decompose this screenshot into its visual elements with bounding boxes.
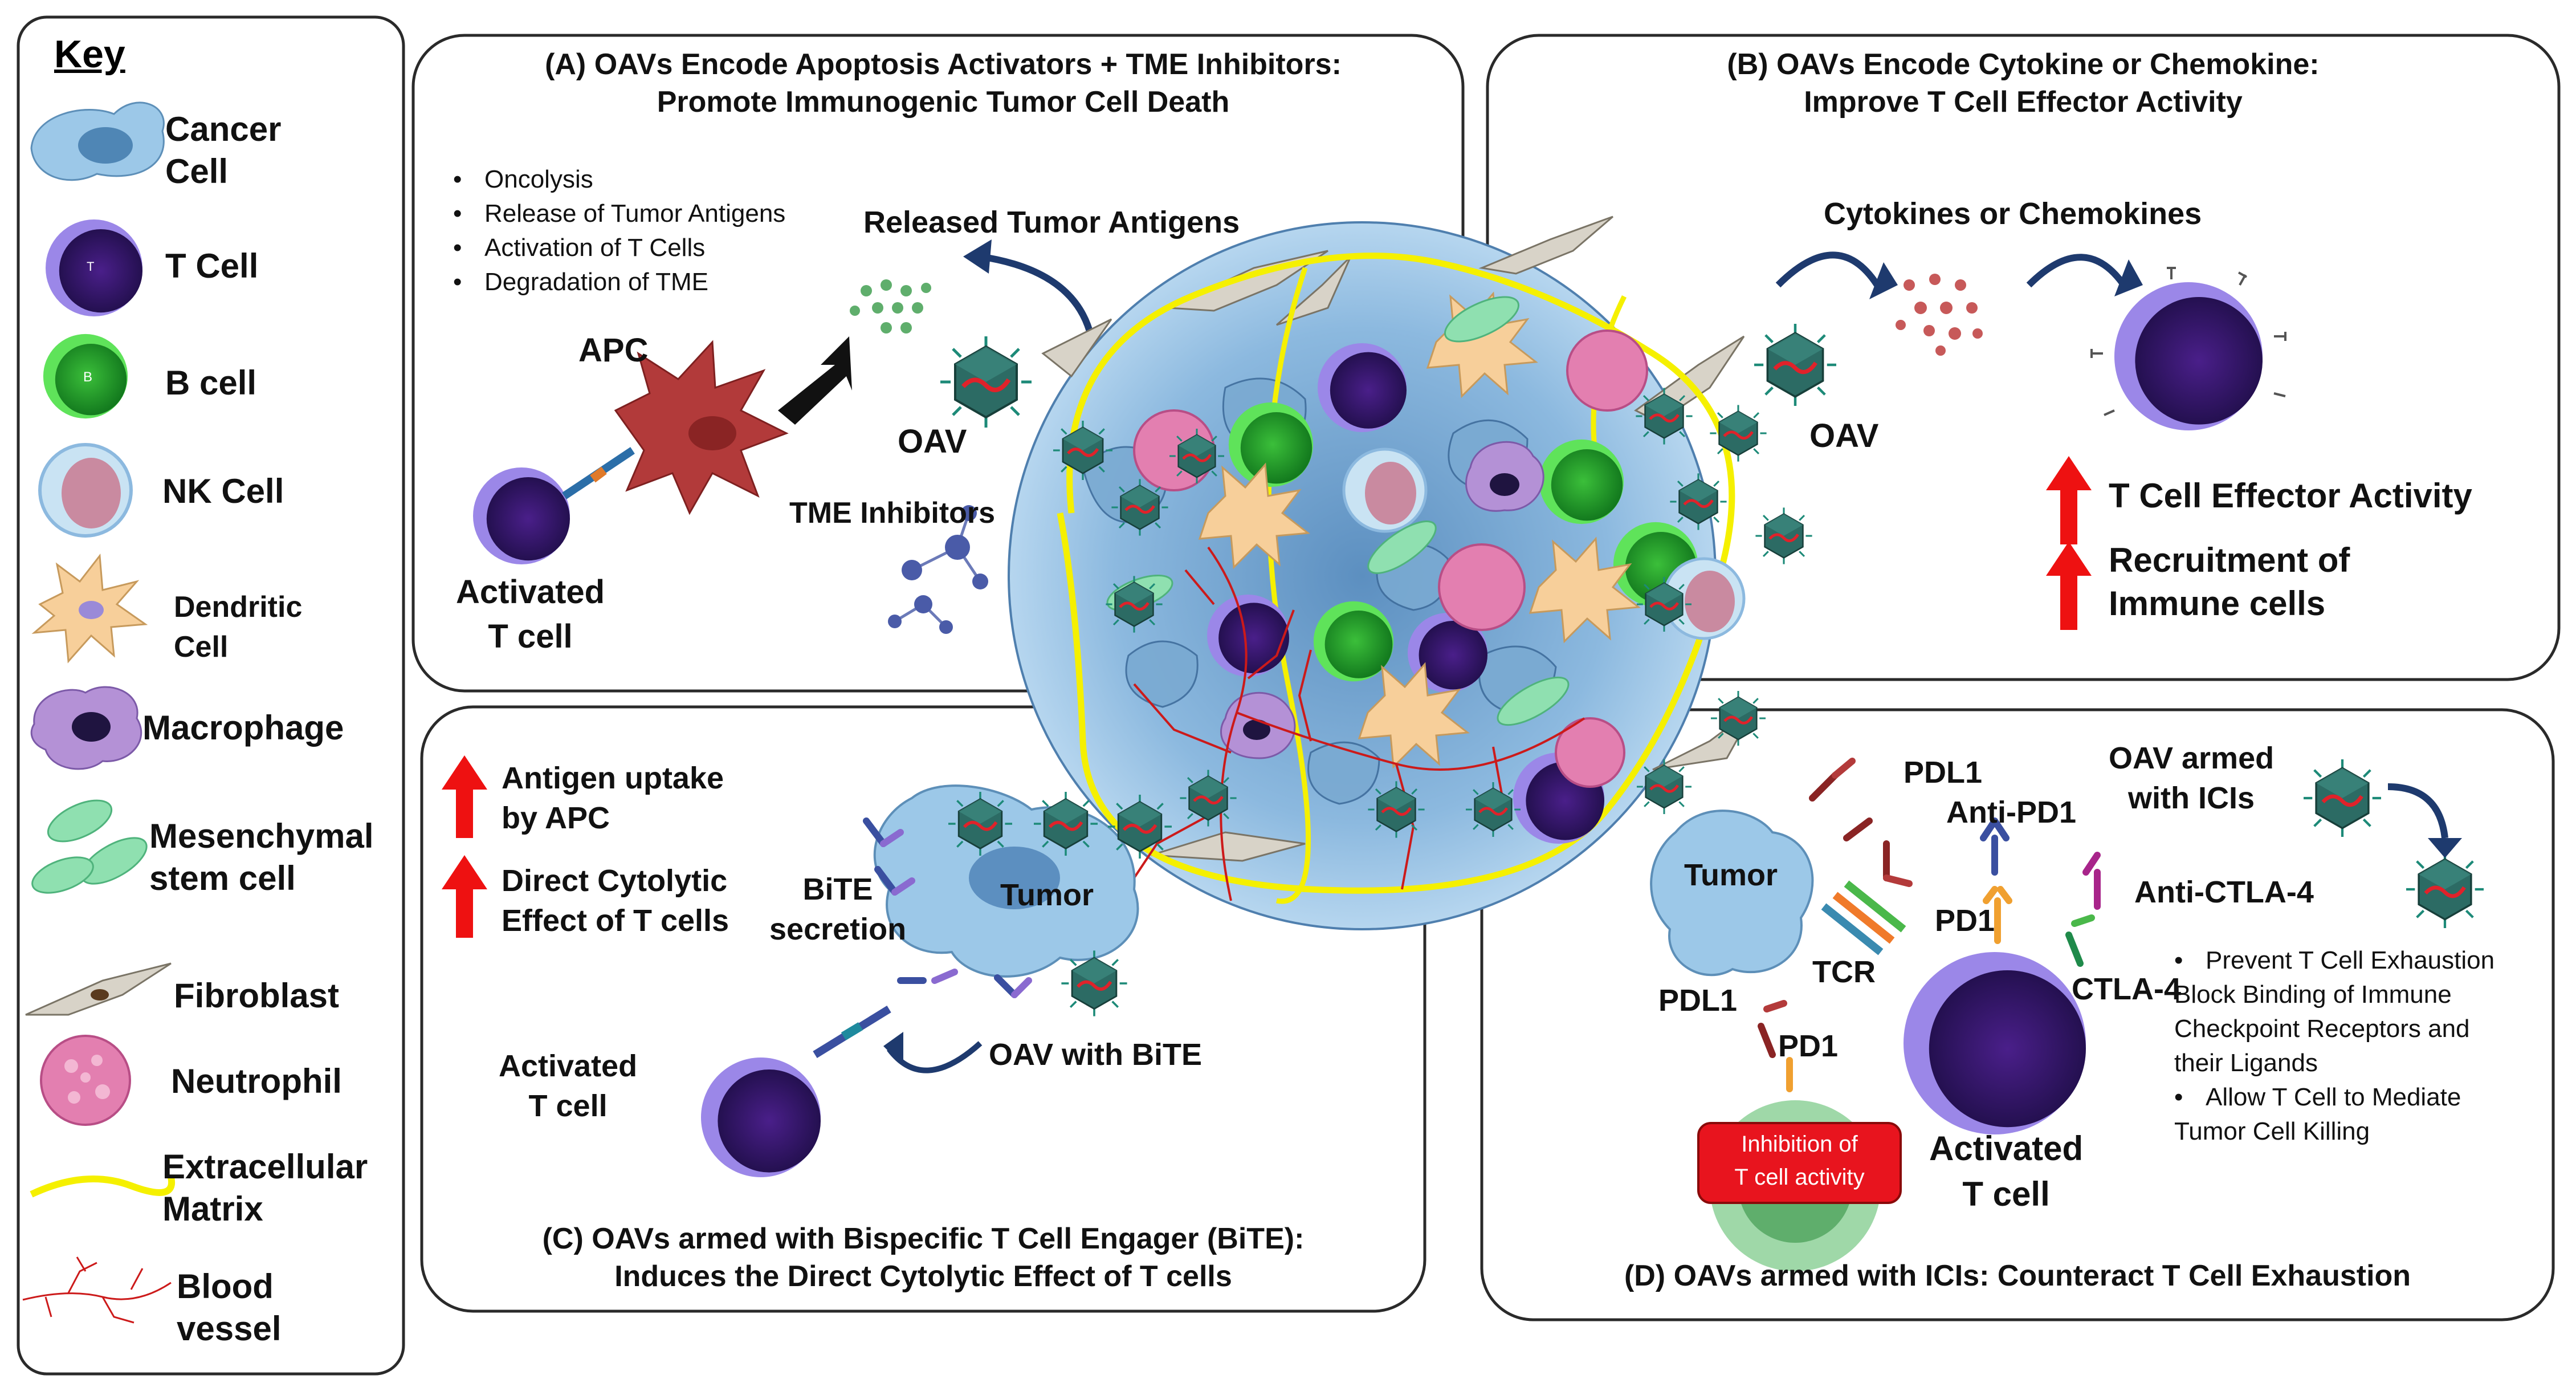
key-label-dendritic-cell: Dendritic Cell (174, 591, 303, 664)
panel-b-title: (B) OAVs Encode Cytokine or Chemokine: I… (1727, 48, 2320, 119)
key-b-letter: B (83, 369, 93, 385)
key-label-fibroblast: Fibroblast (174, 977, 340, 1015)
panel-a-bullet: Oncolysis (453, 162, 785, 197)
key-label-t-cell: T Cell (165, 247, 259, 285)
panel-d-bullet: Prevent T Cell Exhaustion Block Binding … (2174, 943, 2495, 1080)
panel-a-oav-label: OAV (898, 423, 967, 460)
key-label-nk-cell: NK Cell (162, 472, 284, 510)
ctla4-label: CTLA-4 (2072, 972, 2181, 1006)
oav-with-bite-label: OAV with BiTE (989, 1038, 1202, 1072)
key-label-cancer-cell: Cancer Cell (165, 110, 282, 190)
panel-a-bullet: Release of Tumor Antigens (453, 197, 785, 231)
t-cell-effector-activity-label: T Cell Effector Activity (2109, 477, 2472, 515)
panel-a-activated-t-cell-label: Activated T cell (456, 574, 605, 655)
panel-a-bullet: Activation of T Cells (453, 231, 785, 265)
direct-cytolytic-label: Direct Cytolytic Effect of T cells (502, 864, 729, 938)
key-title: Key (54, 32, 125, 76)
cytokines-label: Cytokines or Chemokines (1824, 197, 2202, 231)
pd1-top-label: PD1 (1935, 904, 1995, 938)
panel-d-bullets: Prevent T Cell Exhaustion Block Binding … (2174, 943, 2495, 1149)
key-label-macrophage: Macrophage (142, 709, 344, 747)
panel-b-oav-label: OAV (1809, 417, 1879, 454)
key-t-letter: T (87, 259, 95, 274)
panel-c-tumor-label: Tumor (1000, 878, 1094, 912)
panel-d-bullet: Allow T Cell to Mediate Tumor Cell Killi… (2174, 1080, 2495, 1149)
panel-c-activated-t-cell-label: Activated T cell (499, 1049, 638, 1123)
oav-armed-label: OAV armed with ICIs (2109, 741, 2275, 815)
pdl1-top-label: PDL1 (1904, 755, 1983, 790)
panel-d-tumor-label: Tumor (1684, 858, 1778, 892)
key-label-b-cell: B cell (165, 364, 257, 402)
key-label-extracellular-matrix: Extracellular Matrix (162, 1148, 368, 1228)
key-label-blood-vessel: Blood vessel (177, 1267, 282, 1348)
panel-c-title: (C) OAVs armed with Bispecific T Cell En… (542, 1222, 1305, 1293)
anti-pd1-label: Anti-PD1 (1946, 795, 2076, 829)
released-tumor-antigens-label: Released Tumor Antigens (863, 205, 1240, 239)
panel-d-title: (D) OAVs armed with ICIs: Counteract T C… (1624, 1259, 2411, 1292)
panel-a-bullets: Oncolysis Release of Tumor Antigens Acti… (453, 162, 785, 299)
tcr-label: TCR (1812, 955, 1876, 989)
panel-a-bullet: Degradation of TME (453, 265, 785, 299)
inhibition-label: Inhibition of T cell activity (1734, 1132, 1865, 1190)
panel-a-title: (A) OAVs Encode Apoptosis Activators + T… (545, 48, 1342, 119)
key-label-neutrophil: Neutrophil (171, 1062, 342, 1100)
pdl1-bottom-label: PDL1 (1658, 983, 1738, 1018)
bite-secretion-label: BiTE secretion (769, 872, 907, 946)
recruitment-label: Recruitment of Immune cells (2109, 541, 2350, 623)
apc-label: APC (578, 332, 649, 369)
anti-ctla4-label: Anti-CTLA-4 (2134, 875, 2314, 909)
panel-d-activated-t-cell-label: Activated T cell (1929, 1129, 2084, 1213)
tme-inhibitors-label: TME Inhibitors (789, 497, 996, 530)
pd1-bottom-label: PD1 (1778, 1029, 1839, 1063)
antigen-uptake-label: Antigen uptake by APC (502, 761, 724, 835)
key-label-mesenchymal-stem-cell: Mesenchymal stem cell (149, 817, 374, 897)
